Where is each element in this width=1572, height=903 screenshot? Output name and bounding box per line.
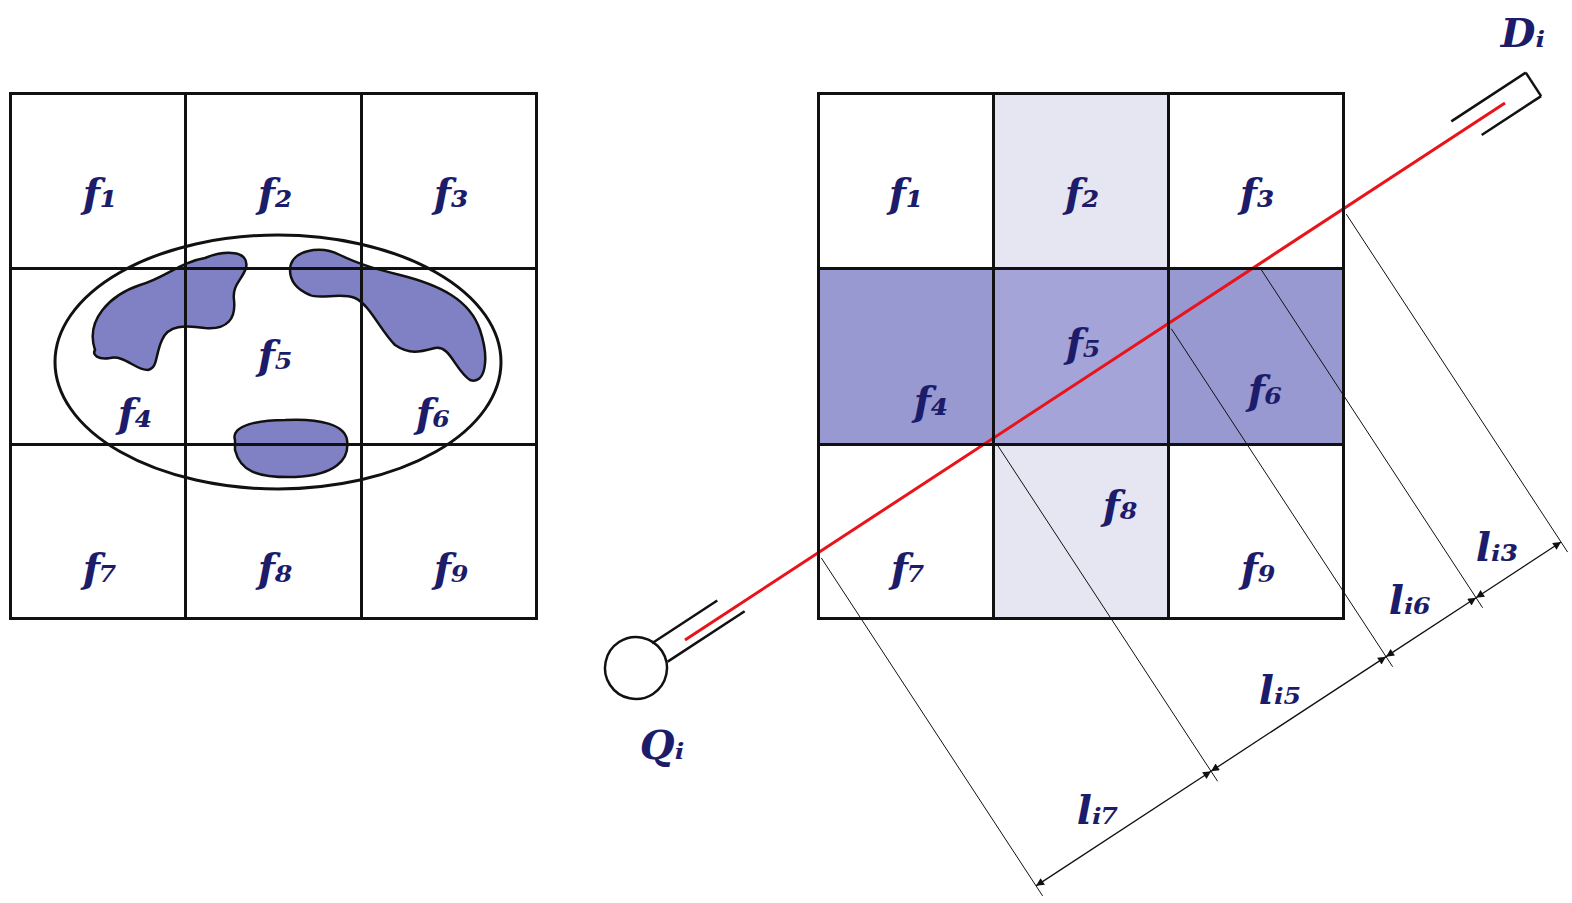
cell-label: f₂ [258, 173, 293, 213]
cell-label: f₈ [258, 548, 293, 588]
cell-label: f₈ [1103, 485, 1138, 525]
extension-line [1346, 214, 1567, 552]
grid-cell: f₈ [992, 443, 1170, 620]
cell-fill [993, 444, 1168, 618]
cell-label: f₇ [83, 548, 118, 588]
cell-label: f₁ [83, 173, 118, 213]
cell-label: f₃ [434, 173, 469, 213]
cell-fill [993, 269, 1168, 445]
ray-path [685, 103, 1505, 640]
extension-line [821, 558, 1042, 896]
grid-cell: f₈ [184, 443, 363, 620]
length-label: lᵢ₇ [1077, 790, 1119, 830]
detector-label: Dᵢ [1501, 13, 1545, 53]
extension-line [1171, 329, 1392, 667]
grid-cell: f₉ [360, 443, 538, 620]
grid-cell: f₇ [9, 443, 188, 620]
grid-cell: f₂ [992, 92, 1170, 271]
grid-cell: f₆ [360, 267, 538, 446]
length-label: lᵢ₆ [1389, 580, 1431, 620]
grid-cell: f₇ [817, 443, 995, 620]
grid-cell: f₄ [817, 267, 995, 446]
length-label: lᵢ₅ [1259, 670, 1301, 710]
cell-label: f₅ [1066, 323, 1101, 363]
grid-cell: f₃ [360, 92, 538, 271]
body-outline [55, 235, 501, 489]
grid-cell: f₆ [1167, 267, 1345, 446]
extension-line [996, 443, 1217, 781]
source-label: Qᵢ [640, 725, 684, 765]
cell-fill [818, 269, 993, 445]
cell-fill [1168, 269, 1343, 445]
grid-cell: f₃ [1167, 92, 1345, 271]
grid-cell: f₁ [9, 92, 188, 271]
grid-cell: f₅ [992, 267, 1170, 446]
dimension-lines [821, 214, 1567, 896]
cell-label: f₄ [914, 381, 949, 421]
cell-label: f₃ [1240, 173, 1275, 213]
x-ray-source [593, 575, 755, 711]
cell-label: f₁ [889, 173, 924, 213]
cell-label: f₇ [891, 548, 926, 588]
grid-cell: f₂ [184, 92, 363, 271]
cell-label: f₉ [434, 548, 469, 588]
dimension-line [1211, 657, 1386, 772]
cell-label: f₅ [258, 335, 293, 375]
dimension-line [1036, 771, 1211, 886]
cell-label: f₆ [1248, 370, 1283, 410]
length-label: lᵢ₃ [1476, 527, 1518, 567]
cell-label: f₂ [1065, 173, 1100, 213]
ray [685, 103, 1505, 640]
cell-label: f₄ [118, 393, 153, 433]
organ-blob [234, 420, 347, 477]
grid-cell: f₄ [9, 267, 188, 446]
organ-blob [93, 253, 247, 370]
grid-cell: f₉ [1167, 443, 1345, 620]
extension-line [1261, 270, 1482, 608]
cell-label: f₆ [416, 393, 451, 433]
grid-cell: f₅ [184, 267, 363, 446]
grid-cell: f₁ [817, 92, 995, 271]
cell-label: f₉ [1241, 548, 1276, 588]
cell-fill [993, 93, 1168, 269]
